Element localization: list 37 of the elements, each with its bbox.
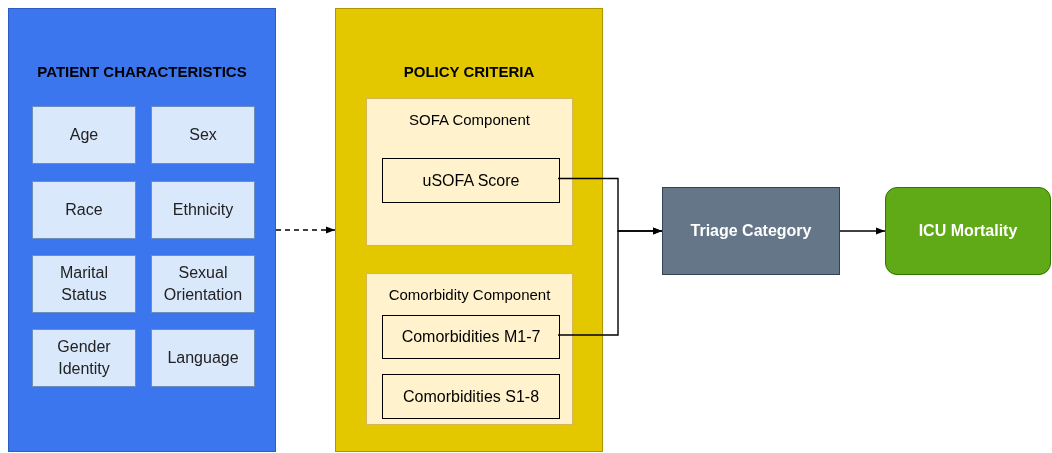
attribute-box	[32, 329, 136, 387]
attribute-box	[32, 181, 136, 239]
criterion-box	[382, 158, 560, 203]
node-label: Age	[68, 125, 100, 145]
node-label: Language	[166, 348, 240, 368]
component-box	[366, 273, 573, 425]
node-label: Triage Category	[689, 221, 813, 241]
component-box	[366, 98, 573, 246]
node-label: Marital Status	[59, 263, 109, 305]
arrow	[557, 227, 663, 336]
group-panel	[335, 8, 603, 452]
criterion-box	[382, 315, 560, 359]
node-label: Comorbidities S1-8	[401, 386, 541, 407]
node-label: SOFA Component	[408, 111, 531, 129]
criterion-box	[382, 374, 560, 419]
outcome-box	[885, 187, 1051, 275]
attribute-box	[32, 106, 136, 164]
node-label: ICU Mortality	[917, 221, 1019, 241]
node-label: Gender Identity	[56, 337, 112, 379]
node-label: Race	[64, 200, 104, 220]
attribute-box	[32, 255, 136, 313]
attribute-box	[151, 181, 255, 239]
node-label: Sex	[188, 125, 218, 145]
node-label: POLICY CRITERIA	[402, 62, 536, 82]
arrow	[839, 227, 886, 235]
attribute-box	[151, 106, 255, 164]
node-label: PATIENT CHARACTERISTICS	[36, 62, 248, 82]
node-label: uSOFA Score	[421, 170, 521, 191]
process-box	[662, 187, 840, 275]
group-panel	[8, 8, 276, 452]
node-label: Comorbidities M1-7	[400, 327, 542, 347]
node-label: Ethnicity	[171, 200, 235, 220]
attribute-box	[151, 329, 255, 387]
attribute-box	[151, 255, 255, 313]
arrow	[275, 226, 336, 234]
node-label: Comorbidity Component	[387, 286, 552, 304]
node-label: Sexual Orientation	[162, 263, 244, 305]
